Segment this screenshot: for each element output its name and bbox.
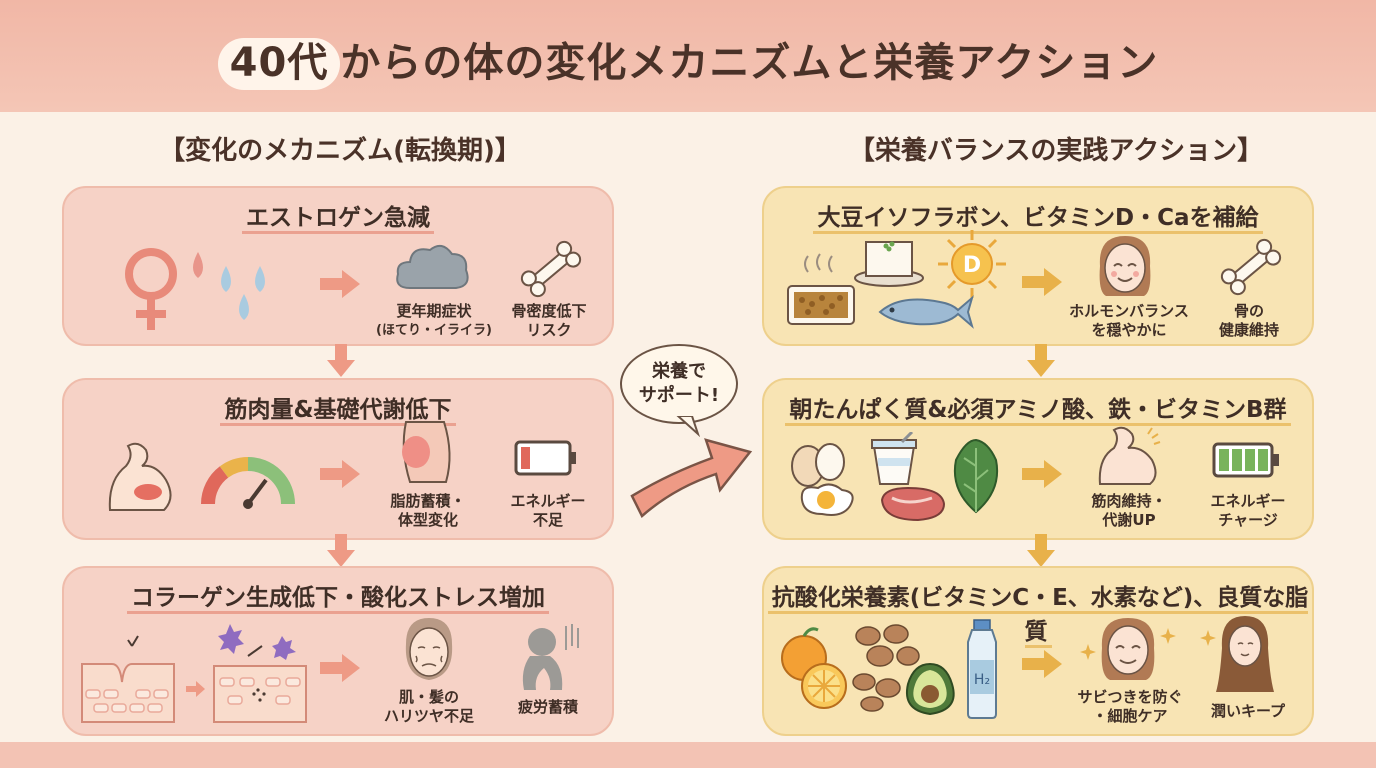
meat-icon (880, 486, 946, 522)
battery-full-icon (1212, 442, 1279, 478)
spinach-icon (954, 438, 998, 514)
flexed-arm-icon (1098, 426, 1161, 485)
title-highlight: 40代 (217, 38, 341, 90)
natto-icon (787, 253, 855, 325)
page-title: 40代からの体の変化メカニズムと栄養アクション (0, 30, 1376, 90)
vitamin-letter: D (963, 253, 981, 278)
smiling-woman-icon (1099, 236, 1151, 296)
tired-person-icon (522, 624, 579, 690)
item-label: 骨の健康維持 (1218, 302, 1279, 339)
arrow-right-icon (320, 270, 360, 298)
item-label: 肌・髪のハリツヤ不足 (383, 688, 474, 725)
skin-layer-icon (81, 635, 175, 723)
droplets-icon (193, 252, 265, 320)
item-label: 脂肪蓄積・体型変化 (390, 492, 466, 529)
arrow-down-icon (327, 344, 355, 377)
panel-estrogen: エストロゲン急減 更年期症状(ほてり・イライラ) 骨密度低下リスク (62, 186, 614, 346)
fish-icon (878, 295, 974, 329)
panel-title: 大豆イソフラボン、ビタミンD・Caを補給 (764, 198, 1312, 234)
female-symbol-icon (125, 248, 177, 330)
arrow-right-icon (320, 654, 360, 682)
arrow-right-icon (1022, 460, 1062, 488)
glowing-face-icon (1080, 618, 1176, 680)
panel-soy-vitamin: 大豆イソフラボン、ビタミンD・Caを補給 D ホルモンバランスを穏やかに (762, 186, 1314, 346)
support-bubble: 栄養で サポート! (620, 344, 738, 424)
water-bottle-icon: H₂ (967, 619, 997, 719)
avocado-icon (906, 662, 955, 716)
item-label: 骨密度低下リスク (511, 302, 587, 339)
aging-face-icon (405, 618, 453, 680)
belly-icon (402, 421, 451, 483)
big-arrow-icon (630, 438, 753, 518)
bubble-tail (676, 416, 700, 438)
item-label: 筋肉維持・代謝UP (1091, 492, 1167, 529)
item-label: 更年期症状(ほてり・イライラ) (376, 302, 492, 338)
panel-antioxidant: 抗酸化栄養素(ビタミンC・E、水素など)、良質な脂質 H₂ サビつきを防ぐ・細胞 (762, 566, 1314, 736)
item-label: エネルギーチャージ (1210, 492, 1286, 529)
panel-title: 抗酸化栄養素(ビタミンC・E、水素など)、良質な脂質 (764, 578, 1312, 648)
item-label: 潤いキープ (1210, 702, 1286, 720)
item-label: 疲労蓄積 (517, 698, 578, 716)
bottle-label: H₂ (974, 672, 990, 688)
gauge-icon (201, 457, 295, 509)
arrow-right-icon (1022, 268, 1062, 296)
panel-protein: 朝たんぱく質&必須アミノ酸、鉄・ビタミンB群 筋肉維持・代謝UP エネルギーチャ… (762, 378, 1314, 540)
flexed-arm-icon (108, 442, 172, 511)
panel-title: エストロゲン急減 (64, 198, 612, 234)
orange-icon (781, 627, 847, 709)
eggs-icon (791, 443, 854, 516)
sun-vitamin-icon: D (938, 230, 1006, 298)
right-section-heading: 【栄養バランスの実践アクション】 (848, 136, 1264, 166)
bone-icon (1220, 238, 1282, 296)
title-rest: からの体の変化メカニズムと栄養アクション (340, 40, 1159, 86)
bubble-text: 栄養で サポート! (638, 361, 720, 406)
arrow-down-icon (1027, 534, 1055, 567)
item-label: ホルモンバランスを穏やかに (1069, 302, 1189, 339)
yogurt-icon (871, 432, 917, 485)
arrow-down-icon (327, 534, 355, 567)
panel-collagen: コラーゲン生成低下・酸化ストレス増加 肌・髪のハリ (62, 566, 614, 736)
panel-title: コラーゲン生成低下・酸化ストレス増加 (64, 578, 612, 614)
item-label: エネルギー不足 (510, 492, 586, 529)
long-hair-woman-icon (1200, 616, 1274, 692)
cloud-icon (396, 244, 469, 289)
tofu-icon (854, 241, 924, 287)
arrow-right-icon (320, 460, 360, 488)
nuts-icon (852, 624, 920, 712)
panel-title: 筋肉量&基礎代謝低下 (64, 390, 612, 426)
panel-muscle: 筋肉量&基礎代謝低下 脂肪蓄積・体型変化 エネルギー不足 (62, 378, 614, 540)
item-label: サビつきを防ぐ・細胞ケア (1077, 688, 1183, 725)
free-radical-icon (213, 624, 307, 723)
arrow-down-icon (1027, 344, 1055, 377)
panel-title: 朝たんぱく質&必須アミノ酸、鉄・ビタミンB群 (764, 390, 1312, 426)
left-section-heading: 【変化のメカニズム(転換期)】 (159, 136, 521, 166)
footer-band (0, 742, 1376, 768)
arrow-right-small-icon (186, 681, 205, 697)
arrow-right-icon (1022, 650, 1062, 678)
battery-low-icon (514, 440, 576, 476)
bone-icon (520, 240, 582, 298)
